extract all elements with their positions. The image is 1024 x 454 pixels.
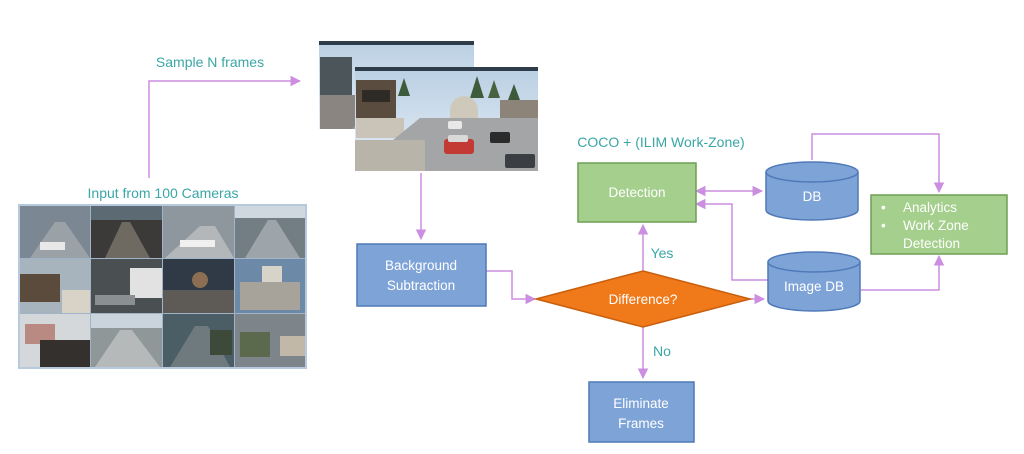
camera-tile	[91, 206, 162, 258]
camera-tile	[235, 259, 305, 313]
edge-db-to-analytics	[811, 133, 945, 194]
coco-label: COCO + (ILIM Work-Zone)	[577, 134, 744, 150]
edge-imagedb-to-analytics	[861, 254, 945, 291]
difference-label: Difference?	[609, 292, 678, 307]
analytics-node: • Analytics • Work Zone Detection	[870, 194, 1008, 255]
camera-tile	[20, 259, 90, 313]
edge-background-to-difference	[486, 270, 537, 305]
input-cameras-label: Input from 100 Cameras	[88, 185, 239, 201]
analytics-bullet-2: •	[881, 218, 886, 233]
yes-label: Yes	[651, 245, 674, 261]
camera-tile	[235, 206, 305, 258]
analytics-bullet-1: •	[881, 200, 886, 215]
camera-grid-image	[18, 204, 307, 369]
eliminate-line-1: Eliminate	[613, 396, 669, 411]
edge-imagedb-to-detection	[694, 198, 768, 281]
image-db-node: Image DB	[767, 251, 861, 312]
analytics-line-1: Analytics	[903, 200, 957, 215]
camera-tile	[20, 206, 90, 258]
analytics-line-3: Detection	[903, 236, 960, 251]
eliminate-line-2: Frames	[618, 416, 664, 431]
camera-tile	[91, 314, 162, 367]
camera-tile	[91, 259, 162, 313]
camera-tile	[163, 206, 234, 258]
camera-tile	[163, 259, 234, 313]
detection-node: Detection	[577, 162, 697, 223]
background-subtraction-node: Background Subtraction	[356, 243, 487, 307]
edges	[148, 75, 945, 380]
edge-input-to-sample	[148, 75, 302, 178]
background-line-2: Subtraction	[387, 278, 455, 293]
eliminate-frames-node: Eliminate Frames	[588, 381, 695, 443]
background-line-1: Background	[385, 258, 457, 273]
difference-decision-node: Difference?	[533, 270, 753, 328]
camera-tile	[163, 314, 234, 367]
db-node: DB	[765, 161, 859, 221]
no-label: No	[653, 343, 671, 359]
db-label: DB	[803, 189, 822, 204]
image-db-label: Image DB	[784, 279, 844, 294]
camera-tile	[20, 314, 90, 367]
sampled-frame-front	[355, 67, 538, 171]
camera-tile	[235, 314, 305, 367]
analytics-line-2: Work Zone	[903, 218, 969, 233]
sample-frames-label: Sample N frames	[156, 54, 264, 70]
detection-label: Detection	[608, 185, 665, 200]
